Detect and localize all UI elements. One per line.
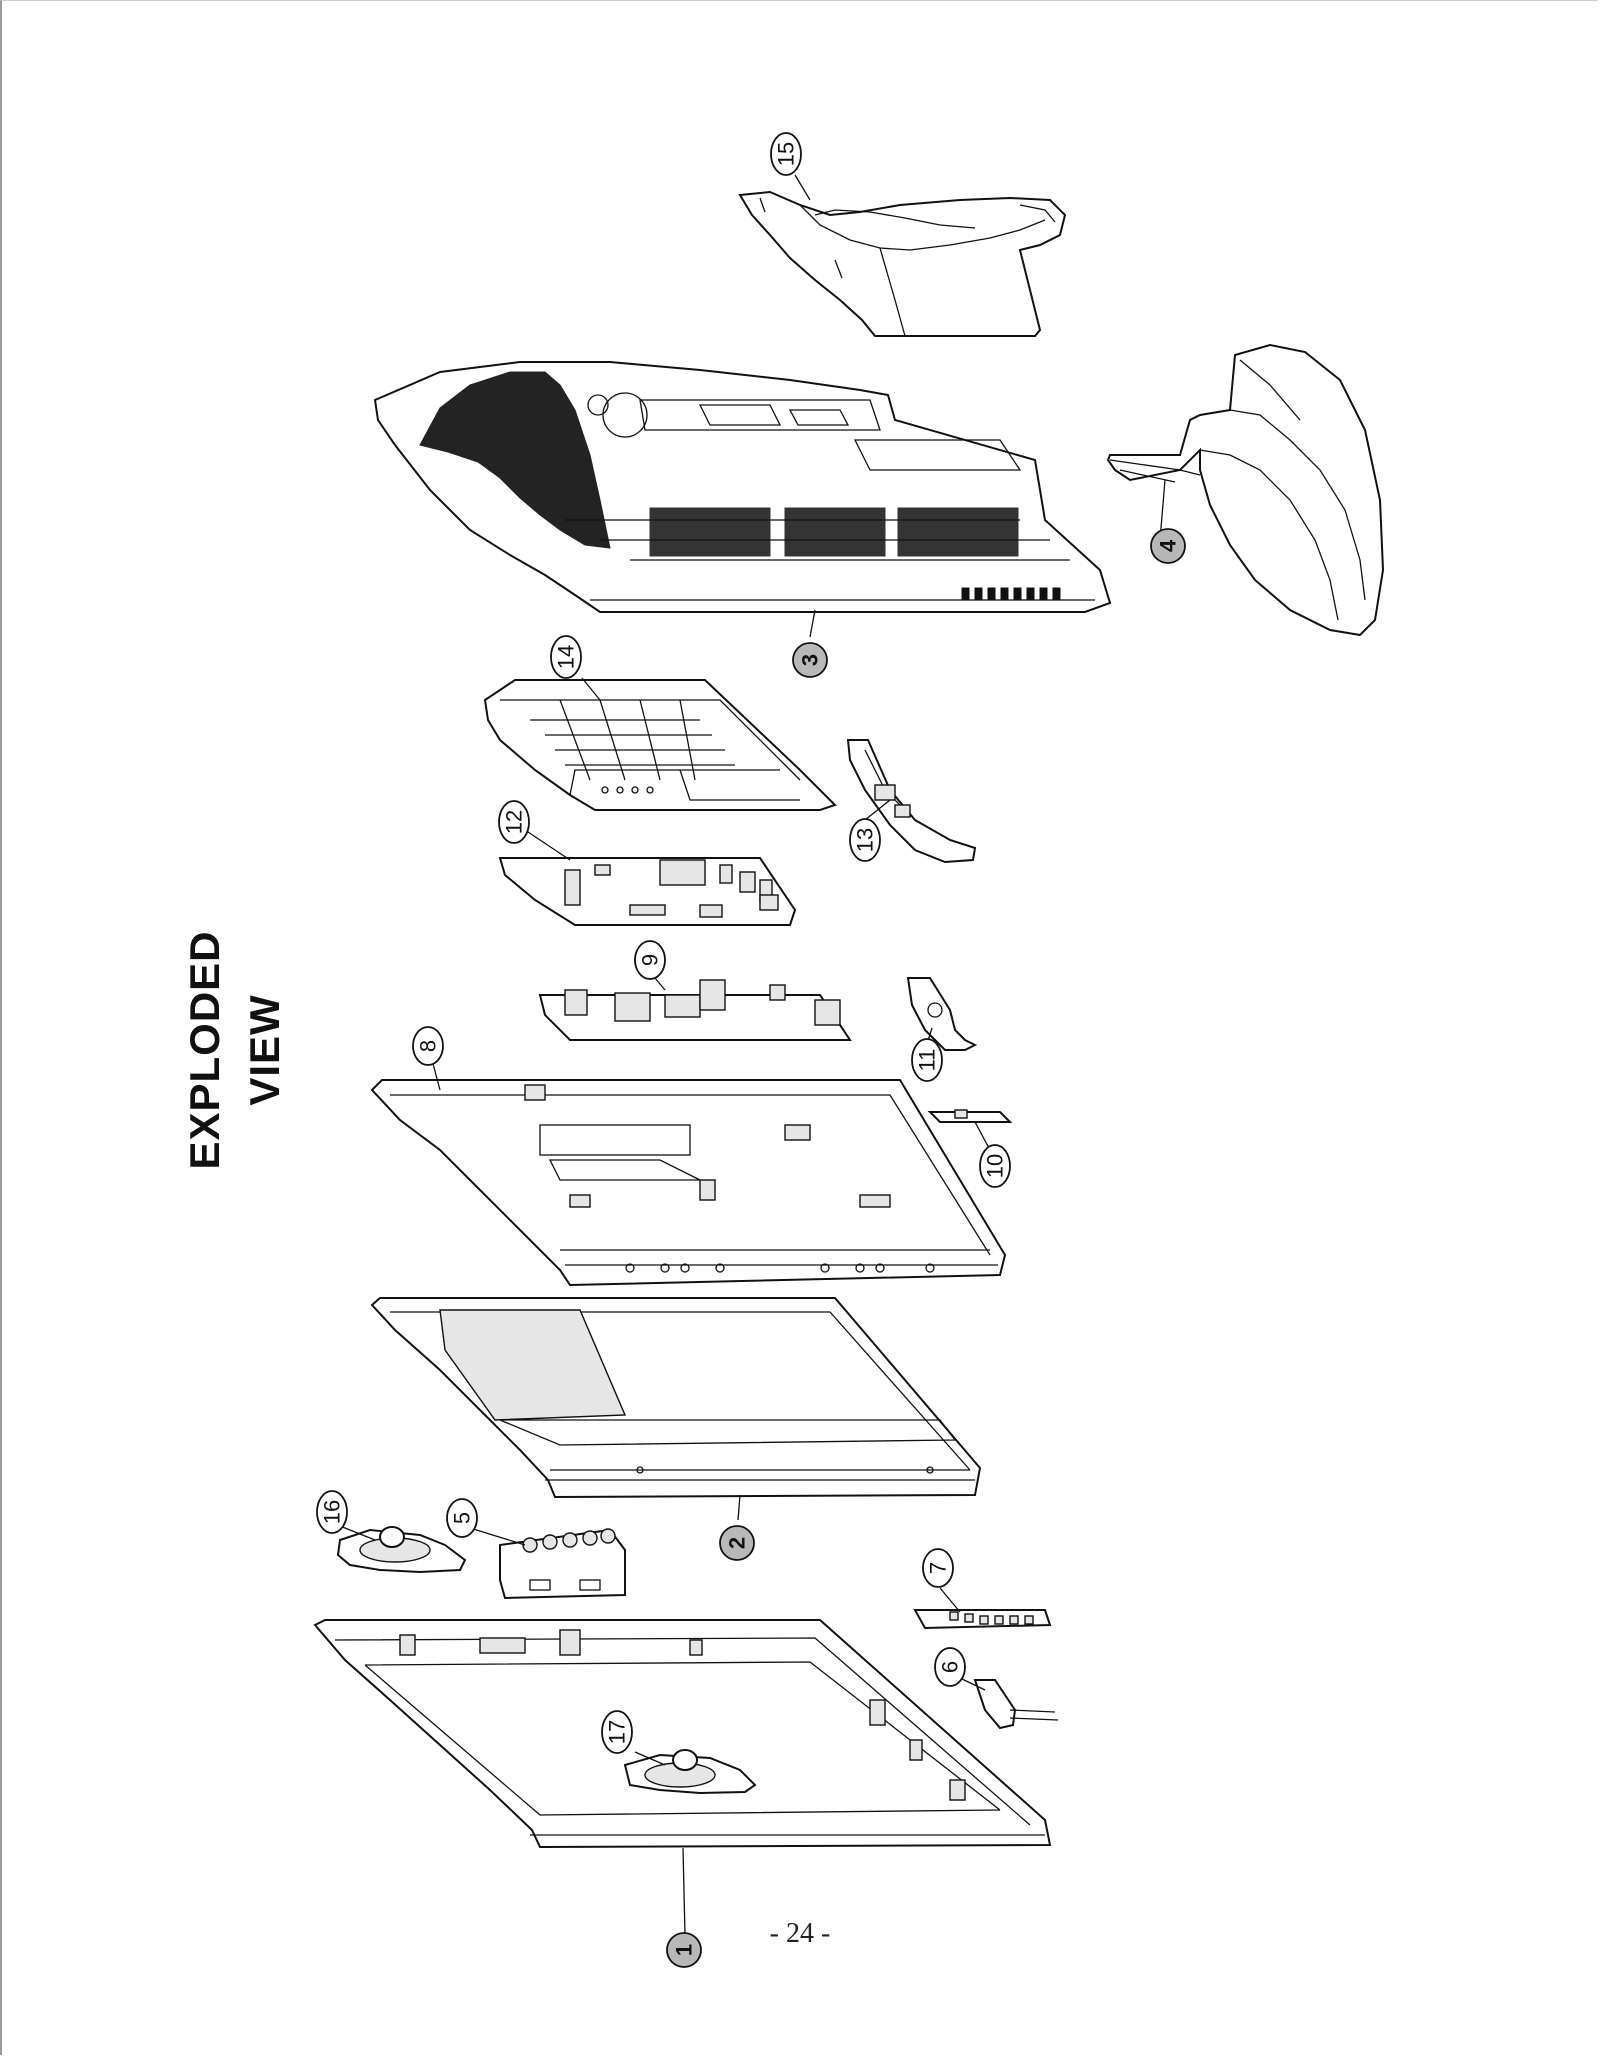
part-speaker-left bbox=[336, 1526, 467, 1574]
callout-8: 8 bbox=[412, 1026, 444, 1066]
part-small-bracket bbox=[906, 977, 978, 1051]
rear-vent-grille bbox=[649, 507, 1019, 557]
callout-17: 17 bbox=[601, 1710, 633, 1754]
svg-text:13: 13 bbox=[853, 828, 878, 852]
svg-text:15: 15 bbox=[774, 142, 799, 166]
svg-text:10: 10 bbox=[983, 1154, 1008, 1178]
part-speaker-right bbox=[623, 1749, 757, 1795]
svg-text:6: 6 bbox=[938, 1661, 963, 1673]
part-connector-bracket bbox=[846, 739, 977, 864]
part-power-board bbox=[538, 979, 852, 1041]
svg-text:8: 8 bbox=[416, 1040, 441, 1052]
part-small-pcb bbox=[927, 1109, 1013, 1123]
callout-12: 12 bbox=[498, 800, 530, 844]
callout-6: 6 bbox=[934, 1647, 966, 1687]
part-av-input-board bbox=[499, 1528, 626, 1600]
svg-text:1: 1 bbox=[672, 1944, 697, 1956]
callout-16: 16 bbox=[316, 1490, 348, 1534]
callout-15: 15 bbox=[770, 132, 802, 176]
callout-5: 5 bbox=[446, 1498, 478, 1538]
part-stand-neck-cover bbox=[738, 190, 1067, 337]
svg-text:12: 12 bbox=[502, 810, 527, 834]
callout-13: 13 bbox=[849, 818, 881, 862]
callout-3: 3 bbox=[792, 642, 828, 678]
callout-10: 10 bbox=[979, 1144, 1011, 1188]
svg-text:16: 16 bbox=[320, 1500, 345, 1524]
part-main-board-shield bbox=[483, 679, 837, 811]
part-main-pcb bbox=[498, 857, 797, 926]
svg-text:4: 4 bbox=[1156, 539, 1181, 552]
callout-14: 14 bbox=[550, 635, 582, 679]
part-rear-cover bbox=[373, 361, 1112, 613]
svg-text:11: 11 bbox=[915, 1049, 940, 1072]
callout-1: 1 bbox=[666, 1932, 702, 1968]
svg-text:7: 7 bbox=[926, 1562, 951, 1574]
svg-text:2: 2 bbox=[725, 1537, 750, 1549]
svg-text:9: 9 bbox=[638, 954, 663, 966]
callout-4: 4 bbox=[1150, 528, 1186, 564]
svg-text:3: 3 bbox=[798, 654, 823, 666]
callout-7: 7 bbox=[922, 1548, 954, 1588]
callout-9: 9 bbox=[634, 940, 666, 980]
callout-2: 2 bbox=[719, 1525, 755, 1561]
part-key-board bbox=[913, 1609, 1052, 1630]
part-front-bezel bbox=[313, 1619, 1052, 1849]
callout-11: 11 bbox=[911, 1038, 943, 1082]
part-chassis-frame bbox=[370, 1079, 1007, 1287]
part-ir-board bbox=[973, 1679, 1059, 1730]
page-number: - 24 - bbox=[769, 1918, 831, 1949]
svg-text:5: 5 bbox=[450, 1512, 475, 1524]
svg-text:17: 17 bbox=[605, 1720, 630, 1744]
part-lcd-panel bbox=[370, 1297, 982, 1499]
svg-text:14: 14 bbox=[554, 645, 579, 669]
part-stand-base bbox=[1106, 343, 1385, 637]
